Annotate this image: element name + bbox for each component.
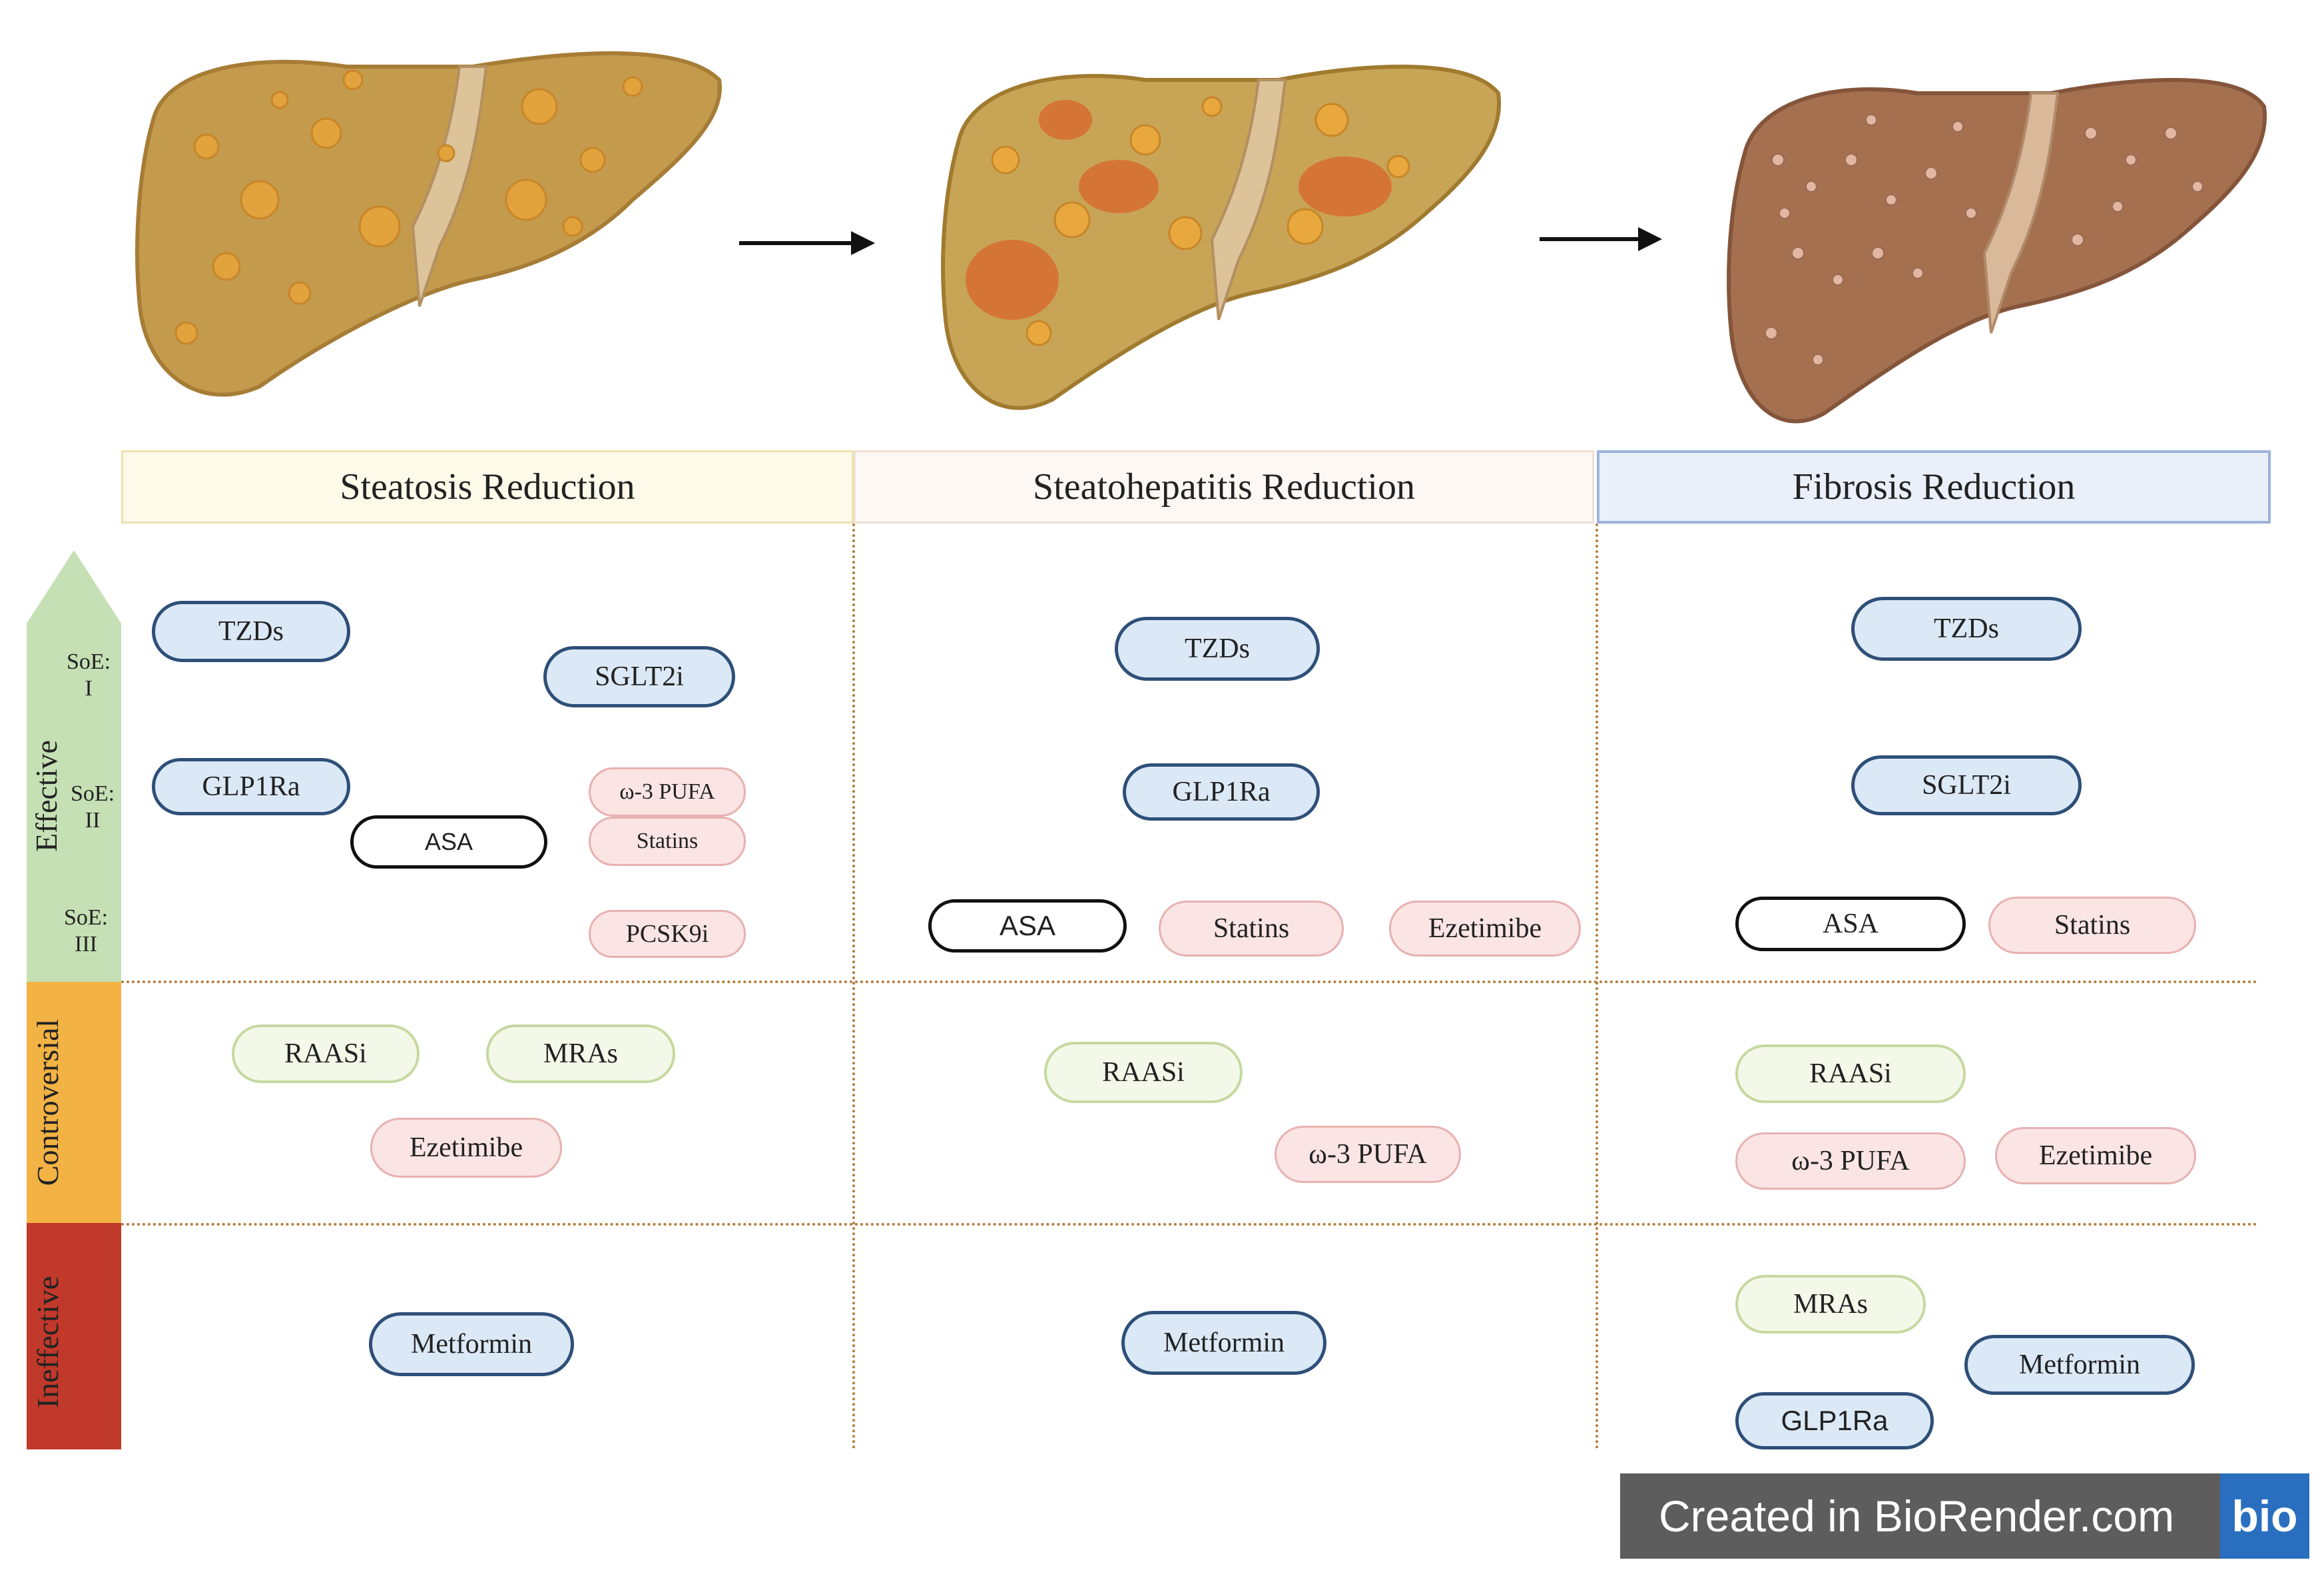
steatosis-sglt2i-pill: SGLT2i	[543, 646, 735, 707]
soe-level-2: SoE:II	[70, 781, 115, 833]
biorender-logo: bio	[2220, 1473, 2309, 1559]
progression-arrow-1	[739, 241, 852, 245]
fibrosis-omega3-pill: ω-3 PUFA	[1735, 1132, 1966, 1190]
liver-fibrosis-illustration	[1727, 78, 2267, 424]
ineffective-band	[27, 1223, 121, 1449]
header-steatohepatitis-reduction: Steatohepatitis Reduction	[854, 450, 1594, 524]
steatohepatitis-glp1ra-pill: GLP1Ra	[1123, 763, 1320, 821]
fibrosis-ezetimibe-pill: Ezetimibe	[1995, 1127, 2196, 1184]
liver-steatosis-illustration	[135, 51, 722, 397]
label-controversial: Controversial	[31, 1018, 65, 1186]
fibrosis-glp1ra-pill: GLP1Ra	[1735, 1392, 1934, 1449]
fibrosis-metformin-pill: Metformin	[1964, 1335, 2195, 1395]
fibrosis-raasi-pill: RAASi	[1735, 1044, 1966, 1103]
row-divider-1	[121, 981, 2259, 983]
steatohepatitis-raasi-pill: RAASi	[1044, 1042, 1243, 1103]
steatosis-ezetimibe-pill: Ezetimibe	[370, 1118, 562, 1178]
steatosis-omega3-pill: ω-3 PUFA	[589, 767, 746, 817]
steatosis-tzds-pill: TZDs	[152, 601, 350, 662]
label-ineffective: Ineffective	[31, 1276, 65, 1409]
steatohepatitis-asa-pill: ASA	[928, 899, 1127, 953]
column-divider-2	[1596, 524, 1598, 1449]
fibrosis-statins-pill: Statins	[1988, 897, 2196, 954]
steatosis-mras-pill: MRAs	[486, 1024, 675, 1083]
steatohepatitis-metformin-pill: Metformin	[1121, 1311, 1326, 1375]
liver-steatohepatitis-illustration	[941, 65, 1502, 410]
fibrosis-tzds-pill: TZDs	[1851, 597, 2082, 661]
biorender-badge-text: Created in BioRender.com	[1659, 1491, 2175, 1541]
steatosis-glp1ra-pill: GLP1Ra	[152, 758, 350, 815]
column-divider-1	[852, 524, 855, 1449]
fibrosis-sglt2i-pill: SGLT2i	[1851, 755, 2082, 815]
controversial-band	[27, 982, 121, 1223]
steatosis-statins-pill: Statins	[589, 817, 746, 866]
effective-arrow-band	[27, 550, 121, 982]
row-divider-2	[121, 1223, 2259, 1226]
progression-arrow-2	[1540, 237, 1639, 241]
steatohepatitis-tzds-pill: TZDs	[1115, 617, 1320, 681]
header-fibrosis-reduction: Fibrosis Reduction	[1597, 450, 2271, 524]
steatohepatitis-statins-pill: Statins	[1159, 901, 1344, 957]
steatosis-pcsk9i-pill: PCSK9i	[589, 910, 746, 958]
header-steatosis-reduction: Steatosis Reduction	[121, 450, 854, 524]
soe-level-1: SoE:I	[66, 649, 111, 701]
progression-arrow-1-head	[851, 231, 875, 255]
fibrosis-asa-pill: ASA	[1735, 897, 1966, 951]
soe-level-3: SoE:III	[63, 905, 109, 957]
steatohepatitis-omega3-pill: ω-3 PUFA	[1275, 1126, 1461, 1183]
progression-arrow-2-head	[1638, 227, 1662, 251]
biorender-badge[interactable]: Created in BioRender.com bio	[1620, 1473, 2309, 1559]
fibrosis-mras-pill: MRAs	[1735, 1275, 1926, 1334]
steatosis-asa-pill: ASA	[350, 815, 547, 869]
steatohepatitis-ezetimibe-pill: Ezetimibe	[1389, 901, 1581, 957]
steatosis-raasi-pill: RAASi	[232, 1024, 420, 1083]
steatosis-metformin-pill: Metformin	[369, 1312, 574, 1376]
